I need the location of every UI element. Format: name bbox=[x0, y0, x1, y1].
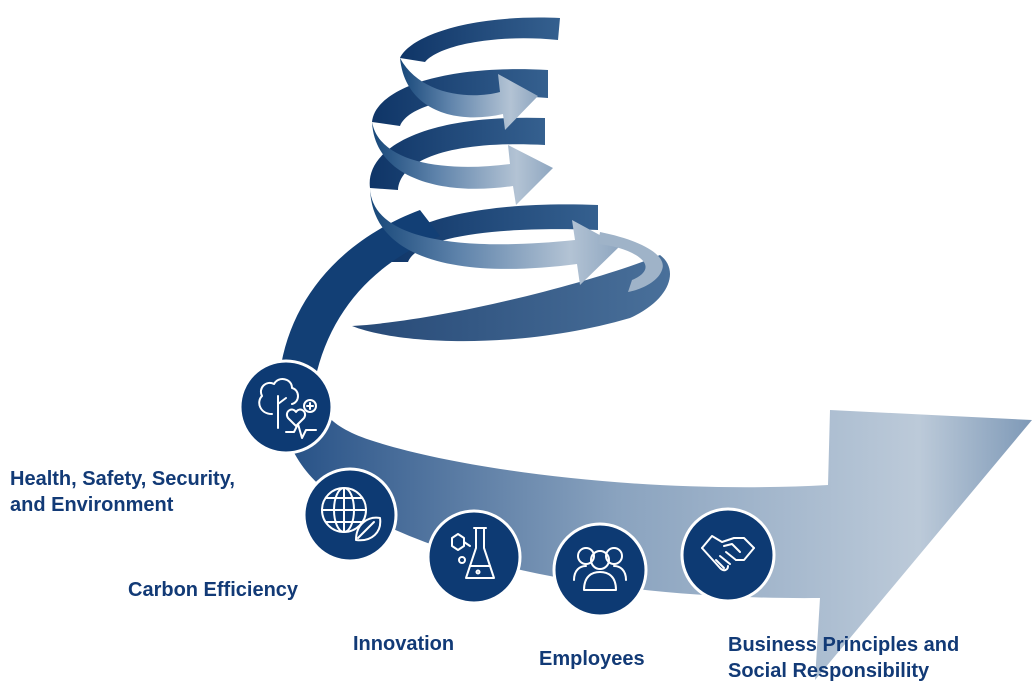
label-carbon-efficiency: Carbon Efficiency bbox=[128, 577, 298, 603]
focus-area-badge-hsse bbox=[238, 359, 334, 455]
label-employees: Employees bbox=[539, 646, 645, 672]
globe-leaf-icon bbox=[321, 487, 382, 542]
flask-molecule-icon bbox=[451, 527, 495, 579]
label-innovation: Innovation bbox=[353, 631, 454, 657]
tree-heart-icon bbox=[258, 378, 317, 439]
label-line: Employees bbox=[539, 648, 645, 670]
label-line: Carbon Efficiency bbox=[128, 579, 299, 601]
spiral-stem bbox=[280, 210, 440, 380]
main-arrow bbox=[279, 372, 1032, 680]
focus-area-badge-employees bbox=[552, 522, 648, 618]
label-line: Innovation bbox=[353, 633, 455, 655]
label-business-principles-social-responsibility: Business Principles and Social Responsib… bbox=[728, 632, 959, 684]
label-line: Social Responsibility bbox=[728, 660, 930, 682]
spiral-front-ribbons bbox=[370, 58, 663, 292]
handshake-icon bbox=[701, 535, 755, 572]
focus-area-badge-innovation bbox=[426, 509, 522, 605]
focus-area-badge-carbon bbox=[302, 467, 398, 563]
label-line: Health, Safety, Security, bbox=[10, 468, 235, 490]
label-health-safety-security-environment: Health, Safety, Security, and Environmen… bbox=[10, 466, 235, 518]
people-icon bbox=[573, 547, 627, 591]
label-line: and Environment bbox=[10, 494, 174, 516]
focus-area-badge-bpsr bbox=[680, 507, 776, 603]
label-line: Business Principles and bbox=[728, 634, 960, 656]
